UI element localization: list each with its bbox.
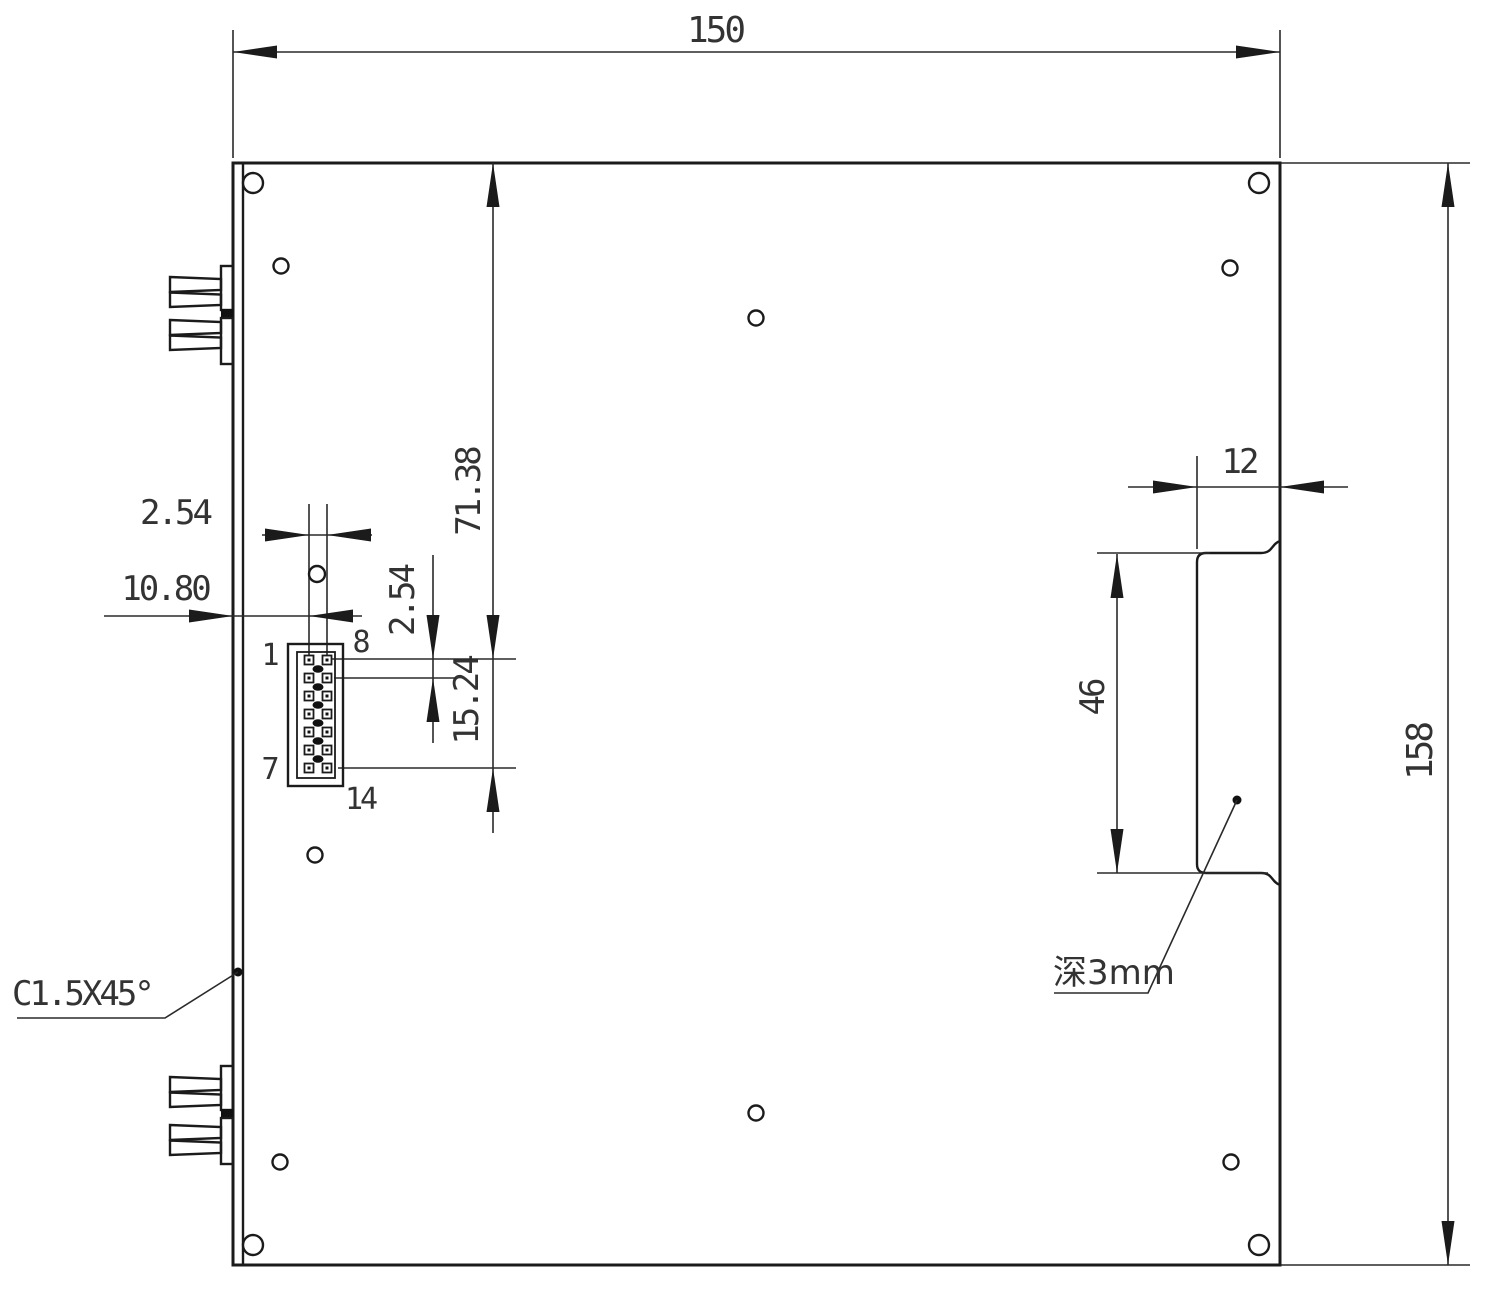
arrowhead-up-icon	[1110, 554, 1124, 598]
arrowhead-left-icon	[233, 45, 277, 59]
pin-label-8: 8	[352, 625, 369, 660]
corner-hole	[1247, 171, 1271, 195]
arrowhead-up-icon	[486, 163, 500, 207]
connector-prong	[168, 1123, 223, 1142]
note-slot-depth: 深3mm	[1053, 795, 1242, 994]
corner-hole	[241, 1233, 265, 1257]
pin-label-7: 7	[261, 752, 277, 787]
slot-profile	[1195, 539, 1281, 887]
plate-body	[231, 161, 1282, 1267]
edge-connector-bottom	[168, 1064, 235, 1166]
pin-label-1: 1	[261, 638, 278, 673]
connector-flange	[219, 316, 235, 366]
dim-pin-pitch-label: 2.54	[140, 493, 211, 533]
mounting-hole	[306, 846, 324, 864]
edge-slot	[1195, 539, 1281, 887]
dim-pin-row1-from-top: 71.38 15.24	[447, 163, 500, 833]
connector-gap	[221, 309, 233, 319]
pin-label-14: 14	[345, 782, 377, 817]
pin-column-left	[303, 654, 315, 774]
corner-hole	[1247, 1233, 1271, 1257]
arrowhead-up-icon	[486, 768, 500, 812]
leader-line	[17, 971, 239, 1019]
arrowhead-down-icon	[426, 615, 440, 659]
connector-flange	[219, 1064, 235, 1112]
dim-overall-height-label: 158	[1400, 723, 1441, 780]
connector-prong	[168, 291, 223, 309]
arrowhead-down-icon	[1110, 829, 1124, 873]
connector-flange	[219, 1116, 235, 1166]
pin-center-keys	[312, 665, 324, 763]
dim-slot-width: 12	[1128, 442, 1348, 549]
pin-column-right	[321, 654, 333, 774]
pin-grid	[303, 654, 333, 774]
note-chamfer-label: C1.5X45°	[12, 974, 152, 1014]
arrowhead-down-icon	[486, 615, 500, 659]
connector-prong	[168, 318, 223, 337]
mounting-hole	[1221, 259, 1239, 277]
arrowhead-right-icon	[189, 609, 233, 623]
mounting-hole	[747, 1104, 765, 1122]
dim-pin-row-pitch: 2.54	[383, 555, 440, 743]
dim-pin-row1-label: 71.38	[449, 447, 489, 536]
arrowhead-right-icon	[265, 528, 309, 542]
dim-slot-length: 46	[1073, 552, 1268, 874]
dim-connector-offset-label: 10.80	[121, 569, 210, 609]
connector-inner-shell	[296, 651, 336, 779]
connector-flange	[219, 264, 235, 312]
mounting-holes	[241, 171, 1271, 1257]
connector-prong	[168, 1091, 223, 1109]
arrowhead-right-icon	[1236, 45, 1280, 59]
connector-outer-shell	[286, 642, 345, 788]
dim-pin-pitch-horizontal: 2.54	[140, 493, 372, 656]
dim-overall-width: 150	[232, 10, 1281, 158]
dim-overall-height: 158	[1280, 162, 1470, 1266]
plate-outline	[231, 161, 1282, 1267]
note-chamfer: C1.5X45°	[12, 967, 243, 1019]
note-slot-depth-label: 深3mm	[1053, 953, 1175, 993]
dim-overall-width-label: 150	[687, 10, 744, 51]
pin-header-connector: 1 8 7 14	[261, 625, 380, 817]
dim-row-pitch-label: 2.54	[383, 565, 423, 636]
leader-line	[1054, 799, 1238, 994]
dim-slot-length-label: 46	[1073, 679, 1113, 715]
mounting-hole	[271, 1153, 289, 1171]
arrowhead-right-icon	[1153, 480, 1197, 494]
arrowhead-up-icon	[1441, 163, 1455, 207]
arrowhead-up-icon	[426, 678, 440, 722]
arrowhead-down-icon	[1441, 1221, 1455, 1265]
arrowhead-left-icon	[1280, 480, 1324, 494]
dim-connector-offset: 10.80	[104, 569, 362, 623]
arrowhead-left-icon	[327, 528, 371, 542]
connector-prong	[168, 1139, 223, 1157]
connector-prong	[168, 1075, 223, 1094]
mounting-hole	[272, 257, 290, 275]
corner-hole	[241, 171, 265, 195]
connector-gap	[221, 1109, 233, 1119]
connector-prong	[168, 334, 223, 352]
connector-prong	[168, 275, 223, 294]
dim-slot-width-label: 12	[1222, 442, 1257, 482]
mounting-hole	[747, 309, 765, 327]
arrowhead-left-icon	[309, 609, 353, 623]
edge-connector-top	[168, 264, 235, 366]
mounting-hole	[1222, 1153, 1240, 1171]
mounting-hole	[307, 564, 327, 584]
dim-rows-span-label: 15.24	[447, 656, 487, 745]
